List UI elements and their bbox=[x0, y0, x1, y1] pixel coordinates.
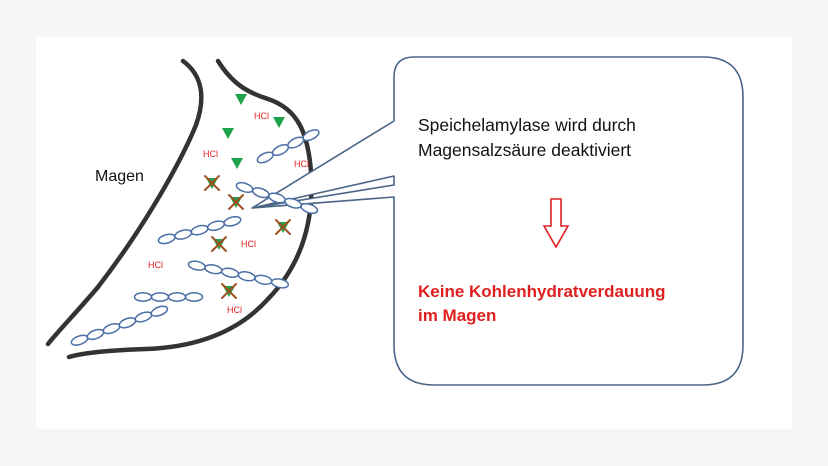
glucose-unit bbox=[270, 278, 290, 289]
glucose-unit bbox=[150, 292, 170, 302]
hcl-label: HCl bbox=[294, 159, 309, 169]
amylase-enzyme-icon bbox=[231, 158, 243, 169]
result-text: Keine Kohlenhydratverdauung im Magen bbox=[418, 280, 665, 327]
glucose-unit bbox=[102, 322, 121, 335]
hcl-label: HCl bbox=[148, 260, 163, 270]
glucose-unit bbox=[134, 311, 153, 323]
glucose-unit bbox=[167, 292, 187, 302]
deactivated-enzyme-icon bbox=[221, 283, 237, 299]
down-arrow-icon bbox=[542, 198, 570, 249]
glucose-unit bbox=[220, 267, 240, 278]
carbohydrate-chain bbox=[187, 260, 290, 289]
stomach-outer-wall bbox=[45, 58, 204, 347]
glucose-unit bbox=[271, 143, 290, 157]
glucose-unit bbox=[302, 129, 320, 142]
callout-line-1: Speichelamylase wird durch bbox=[418, 115, 636, 135]
glucose-unit bbox=[184, 292, 204, 302]
carbohydrate-chain bbox=[133, 292, 204, 302]
amylase-enzyme-icon bbox=[222, 128, 234, 139]
callout-bubble bbox=[251, 56, 744, 386]
carbohydrate-chain bbox=[235, 181, 319, 215]
carbohydrate-chain bbox=[70, 305, 169, 346]
carbohydrate-chain bbox=[157, 215, 242, 245]
glucose-unit bbox=[118, 317, 137, 329]
hcl-label: HCl bbox=[254, 111, 269, 121]
deactivated-enzymes bbox=[204, 175, 291, 299]
hcl-label: HCl bbox=[241, 239, 256, 249]
hcl-label: HCl bbox=[227, 305, 242, 315]
glucose-unit bbox=[235, 181, 254, 194]
glucose-unit bbox=[187, 260, 206, 271]
glucose-unit bbox=[237, 271, 256, 282]
callout-line-2: Magensalzsäure deaktiviert bbox=[418, 139, 632, 160]
glucose-unit bbox=[150, 305, 169, 317]
amylase-enzyme-icon bbox=[235, 94, 247, 105]
glucose-unit bbox=[284, 197, 303, 209]
glucose-unit bbox=[300, 202, 319, 215]
glucose-unit bbox=[70, 334, 89, 346]
glucose-unit bbox=[287, 136, 305, 149]
glucose-unit bbox=[174, 229, 193, 240]
glucose-unit bbox=[86, 328, 105, 341]
glucose-unit bbox=[190, 224, 209, 236]
stomach-label: Magen bbox=[95, 168, 144, 185]
deactivated-enzyme-icon bbox=[228, 194, 244, 210]
deactivated-enzyme-icon bbox=[204, 175, 220, 191]
deactivated-enzyme-icon bbox=[211, 236, 227, 252]
result-line-2: im Magen bbox=[418, 305, 497, 325]
glucose-unit bbox=[133, 292, 153, 302]
result-line-1: Keine Kohlenhydratverdauung bbox=[418, 282, 666, 301]
glucose-unit bbox=[256, 151, 274, 164]
glucose-unit bbox=[223, 215, 242, 227]
hcl-label: HCl bbox=[203, 149, 218, 159]
amylase-enzyme-icon bbox=[273, 117, 285, 128]
stomach-inner-wall bbox=[66, 58, 314, 360]
glucose-unit bbox=[157, 233, 176, 245]
deactivated-enzyme-icon bbox=[275, 219, 291, 235]
glucose-unit bbox=[254, 274, 273, 286]
glucose-unit bbox=[206, 220, 226, 232]
amylase-enzymes bbox=[222, 94, 285, 169]
carbohydrate-chain bbox=[256, 129, 320, 164]
callout-text: Speichelamylase wird durch Magensalzsäur… bbox=[418, 113, 636, 162]
glucose-unit bbox=[251, 187, 270, 199]
glucose-unit bbox=[204, 263, 223, 275]
carbohydrate-chains bbox=[70, 129, 320, 346]
